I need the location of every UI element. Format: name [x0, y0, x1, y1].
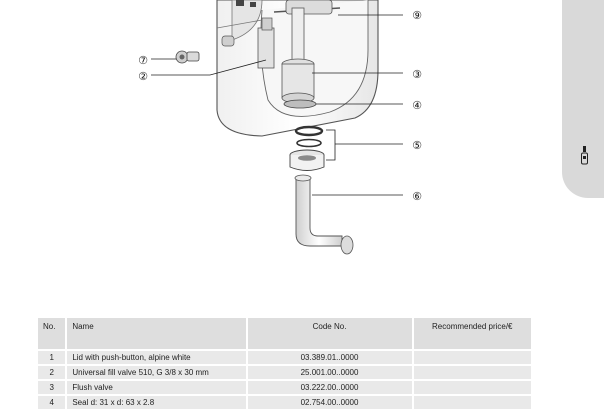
- connector-fitting-part: [175, 50, 200, 64]
- table-row: 3 Flush valve 03.222.00..0000: [38, 381, 531, 394]
- row-code: 03.389.01..0000: [247, 351, 412, 364]
- header-code-no: Code No.: [247, 318, 412, 349]
- row-no: 3: [38, 381, 66, 394]
- header-recommended-price: Recommended price/€: [413, 318, 531, 349]
- row-code: 03.222.00..0000: [247, 381, 412, 394]
- svg-text:④: ④: [412, 99, 422, 112]
- seal-rings-part: [294, 125, 324, 148]
- table-header-row: No. Name Code No. Recommended price/€: [38, 318, 531, 349]
- row-name: Flush valve: [67, 381, 246, 394]
- callout-9: ⑨: [412, 9, 422, 22]
- callout-2: ②: [138, 70, 148, 83]
- row-no: 1: [38, 351, 66, 364]
- exploded-parts-diagram: ⑨ ⑦ ② ③ ④ ⑤ ⑥: [138, 0, 422, 255]
- callout-5: ⑤: [412, 139, 422, 152]
- svg-text:⑥: ⑥: [412, 190, 422, 203]
- flush-bend-part: [294, 174, 354, 255]
- parts-table: No. Name Code No. Recommended price/€ 1 …: [36, 316, 533, 411]
- row-name: Lid with push-button, alpine white: [67, 351, 246, 364]
- callout-4: ④: [412, 99, 422, 112]
- section-side-tab[interactable]: [562, 0, 604, 198]
- callout-3: ③: [412, 68, 422, 81]
- header-no: No.: [38, 318, 66, 349]
- row-name: Universal fill valve 510, G 3/8 x 30 mm: [67, 366, 246, 379]
- svg-text:⑨: ⑨: [412, 9, 422, 22]
- row-price: [413, 381, 531, 394]
- row-code: 25.001.00..0000: [247, 366, 412, 379]
- coupling-nut-part: [289, 149, 325, 171]
- table-row: 1 Lid with push-button, alpine white 03.…: [38, 351, 531, 364]
- cistern-icon: [581, 146, 588, 165]
- svg-text:②: ②: [138, 70, 148, 83]
- row-price: [413, 366, 531, 379]
- svg-text:③: ③: [412, 68, 422, 81]
- callout-6: ⑥: [412, 190, 422, 203]
- flush-valve-part: [281, 7, 317, 109]
- header-name: Name: [67, 318, 246, 349]
- callout-7: ⑦: [138, 54, 148, 67]
- fill-valve-part: [257, 7, 341, 69]
- svg-text:⑤: ⑤: [412, 139, 422, 152]
- leader-lines: [151, 14, 403, 196]
- table-row: 2 Universal fill valve 510, G 3/8 x 30 m…: [38, 366, 531, 379]
- row-no: 2: [38, 366, 66, 379]
- svg-text:⑦: ⑦: [138, 54, 148, 67]
- row-price: [413, 351, 531, 364]
